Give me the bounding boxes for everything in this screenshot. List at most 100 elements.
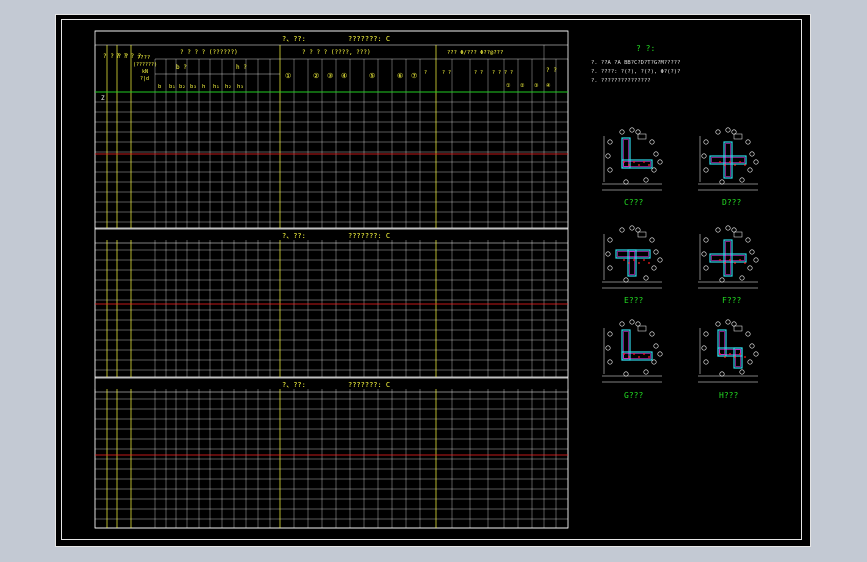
callout-circle bbox=[715, 321, 721, 327]
header-col-load-4: ?|d bbox=[140, 76, 149, 82]
callout-circle bbox=[635, 227, 641, 233]
header-col-load-3: kN bbox=[142, 69, 148, 75]
notes-title: ? ?: bbox=[636, 44, 655, 53]
rebar-dot bbox=[623, 353, 625, 355]
callout-circle bbox=[719, 371, 725, 377]
callout-circle bbox=[719, 179, 725, 185]
drawing-frame bbox=[61, 19, 802, 540]
tag-box bbox=[637, 231, 647, 238]
header-rebar-cell: ⑦ bbox=[411, 72, 417, 80]
section-outline bbox=[723, 239, 733, 277]
rebar-dot bbox=[744, 356, 746, 358]
callout-circle bbox=[619, 129, 625, 135]
callout-circle bbox=[635, 129, 641, 135]
detail-c[interactable] bbox=[602, 127, 663, 191]
header-dimension-cell: h₂ bbox=[225, 84, 232, 90]
header-stirrup-cell: ? bbox=[424, 70, 427, 76]
detail-h[interactable] bbox=[698, 319, 759, 383]
section-details: C??? D??? E??? F??? G??? H??? bbox=[602, 127, 759, 400]
callout-circle bbox=[623, 179, 629, 185]
header-stirrup-cell: ④ bbox=[546, 83, 551, 89]
stirrup-outline bbox=[629, 251, 635, 275]
callout-circle bbox=[753, 351, 759, 357]
note-line-3: ?. ??????????????? bbox=[591, 78, 651, 84]
callout-circle bbox=[703, 331, 709, 337]
header-group-h-label: h ? bbox=[236, 64, 247, 71]
header-dimension-cell: h₃ bbox=[237, 84, 244, 90]
callout-circle bbox=[651, 265, 657, 271]
callout-circle bbox=[739, 177, 745, 183]
rebar-dot bbox=[719, 259, 721, 261]
callout-circle bbox=[643, 369, 649, 375]
callout-circle bbox=[635, 321, 641, 327]
callout-circle bbox=[629, 225, 635, 231]
callout-circle bbox=[607, 359, 613, 365]
callout-circle bbox=[731, 321, 737, 327]
callout-circle bbox=[607, 167, 613, 173]
tag-box bbox=[733, 133, 743, 140]
header-stirrup-cell: ③ bbox=[534, 83, 539, 89]
section-1-subtitle: ???????: C bbox=[348, 35, 390, 43]
detail-d[interactable] bbox=[698, 127, 759, 191]
callout-circle bbox=[703, 167, 709, 173]
first-row-label: Z bbox=[101, 95, 105, 102]
stirrup-outline bbox=[735, 349, 741, 367]
header-rebar-cell: ⑥ bbox=[397, 72, 403, 80]
callout-circle bbox=[703, 237, 709, 243]
header-col-load-2: (??????) bbox=[133, 62, 157, 68]
header-col-level: ? ? ? ? bbox=[116, 53, 142, 60]
rebar-dot bbox=[734, 164, 736, 166]
callout-circle bbox=[651, 167, 657, 173]
header-last-col: ? ? bbox=[546, 67, 557, 74]
section-outline bbox=[621, 137, 631, 169]
callout-circle bbox=[731, 129, 737, 135]
section-2-subtitle: ???????: C bbox=[348, 232, 390, 240]
rebar-dot bbox=[643, 259, 645, 261]
callout-circle bbox=[653, 151, 659, 157]
rebar-dot bbox=[739, 161, 741, 163]
stirrup-outline bbox=[623, 161, 651, 167]
callout-circle bbox=[651, 359, 657, 365]
detail-g[interactable] bbox=[602, 319, 663, 383]
section-2-title: ?、??: bbox=[282, 232, 306, 240]
rebar-dot bbox=[638, 356, 640, 358]
callout-circle bbox=[653, 343, 659, 349]
detail-g-label: G??? bbox=[624, 391, 643, 400]
rebar-dot bbox=[739, 259, 741, 261]
callout-circle bbox=[657, 257, 663, 263]
section-outline bbox=[717, 329, 727, 357]
detail-e-label: E??? bbox=[624, 296, 643, 305]
callout-circle bbox=[605, 153, 611, 159]
callout-circle bbox=[605, 345, 611, 351]
callout-circle bbox=[607, 265, 613, 271]
callout-circle bbox=[703, 265, 709, 271]
section-3-subtitle: ???????: C bbox=[348, 381, 390, 389]
header-group-section-size: ? ? ? ? (??????) bbox=[180, 49, 238, 56]
callout-circle bbox=[701, 153, 707, 159]
callout-circle bbox=[623, 277, 629, 283]
callout-circle bbox=[749, 151, 755, 157]
tag-box bbox=[733, 325, 743, 332]
detail-f[interactable] bbox=[698, 225, 759, 289]
tag-box bbox=[637, 133, 647, 140]
callout-circle bbox=[749, 249, 755, 255]
rebar-dot bbox=[739, 353, 741, 355]
stirrup-outline bbox=[617, 251, 649, 257]
rebar-dot bbox=[643, 161, 645, 163]
header-dimension-cell: b₃ bbox=[190, 84, 197, 90]
detail-e[interactable] bbox=[602, 225, 663, 289]
header-dimension-cell: h bbox=[202, 84, 205, 90]
rebar-dot bbox=[729, 259, 731, 261]
rebar-dot bbox=[724, 262, 726, 264]
callout-circle bbox=[649, 331, 655, 337]
rebar-dot bbox=[719, 353, 721, 355]
rebar-dot bbox=[729, 353, 731, 355]
rebar-dot bbox=[734, 262, 736, 264]
detail-f-label: F??? bbox=[722, 296, 741, 305]
rebar-dot bbox=[638, 164, 640, 166]
callout-circle bbox=[623, 371, 629, 377]
rebar-dot bbox=[724, 164, 726, 166]
header-rebar-cell: ⑤ bbox=[369, 72, 375, 80]
